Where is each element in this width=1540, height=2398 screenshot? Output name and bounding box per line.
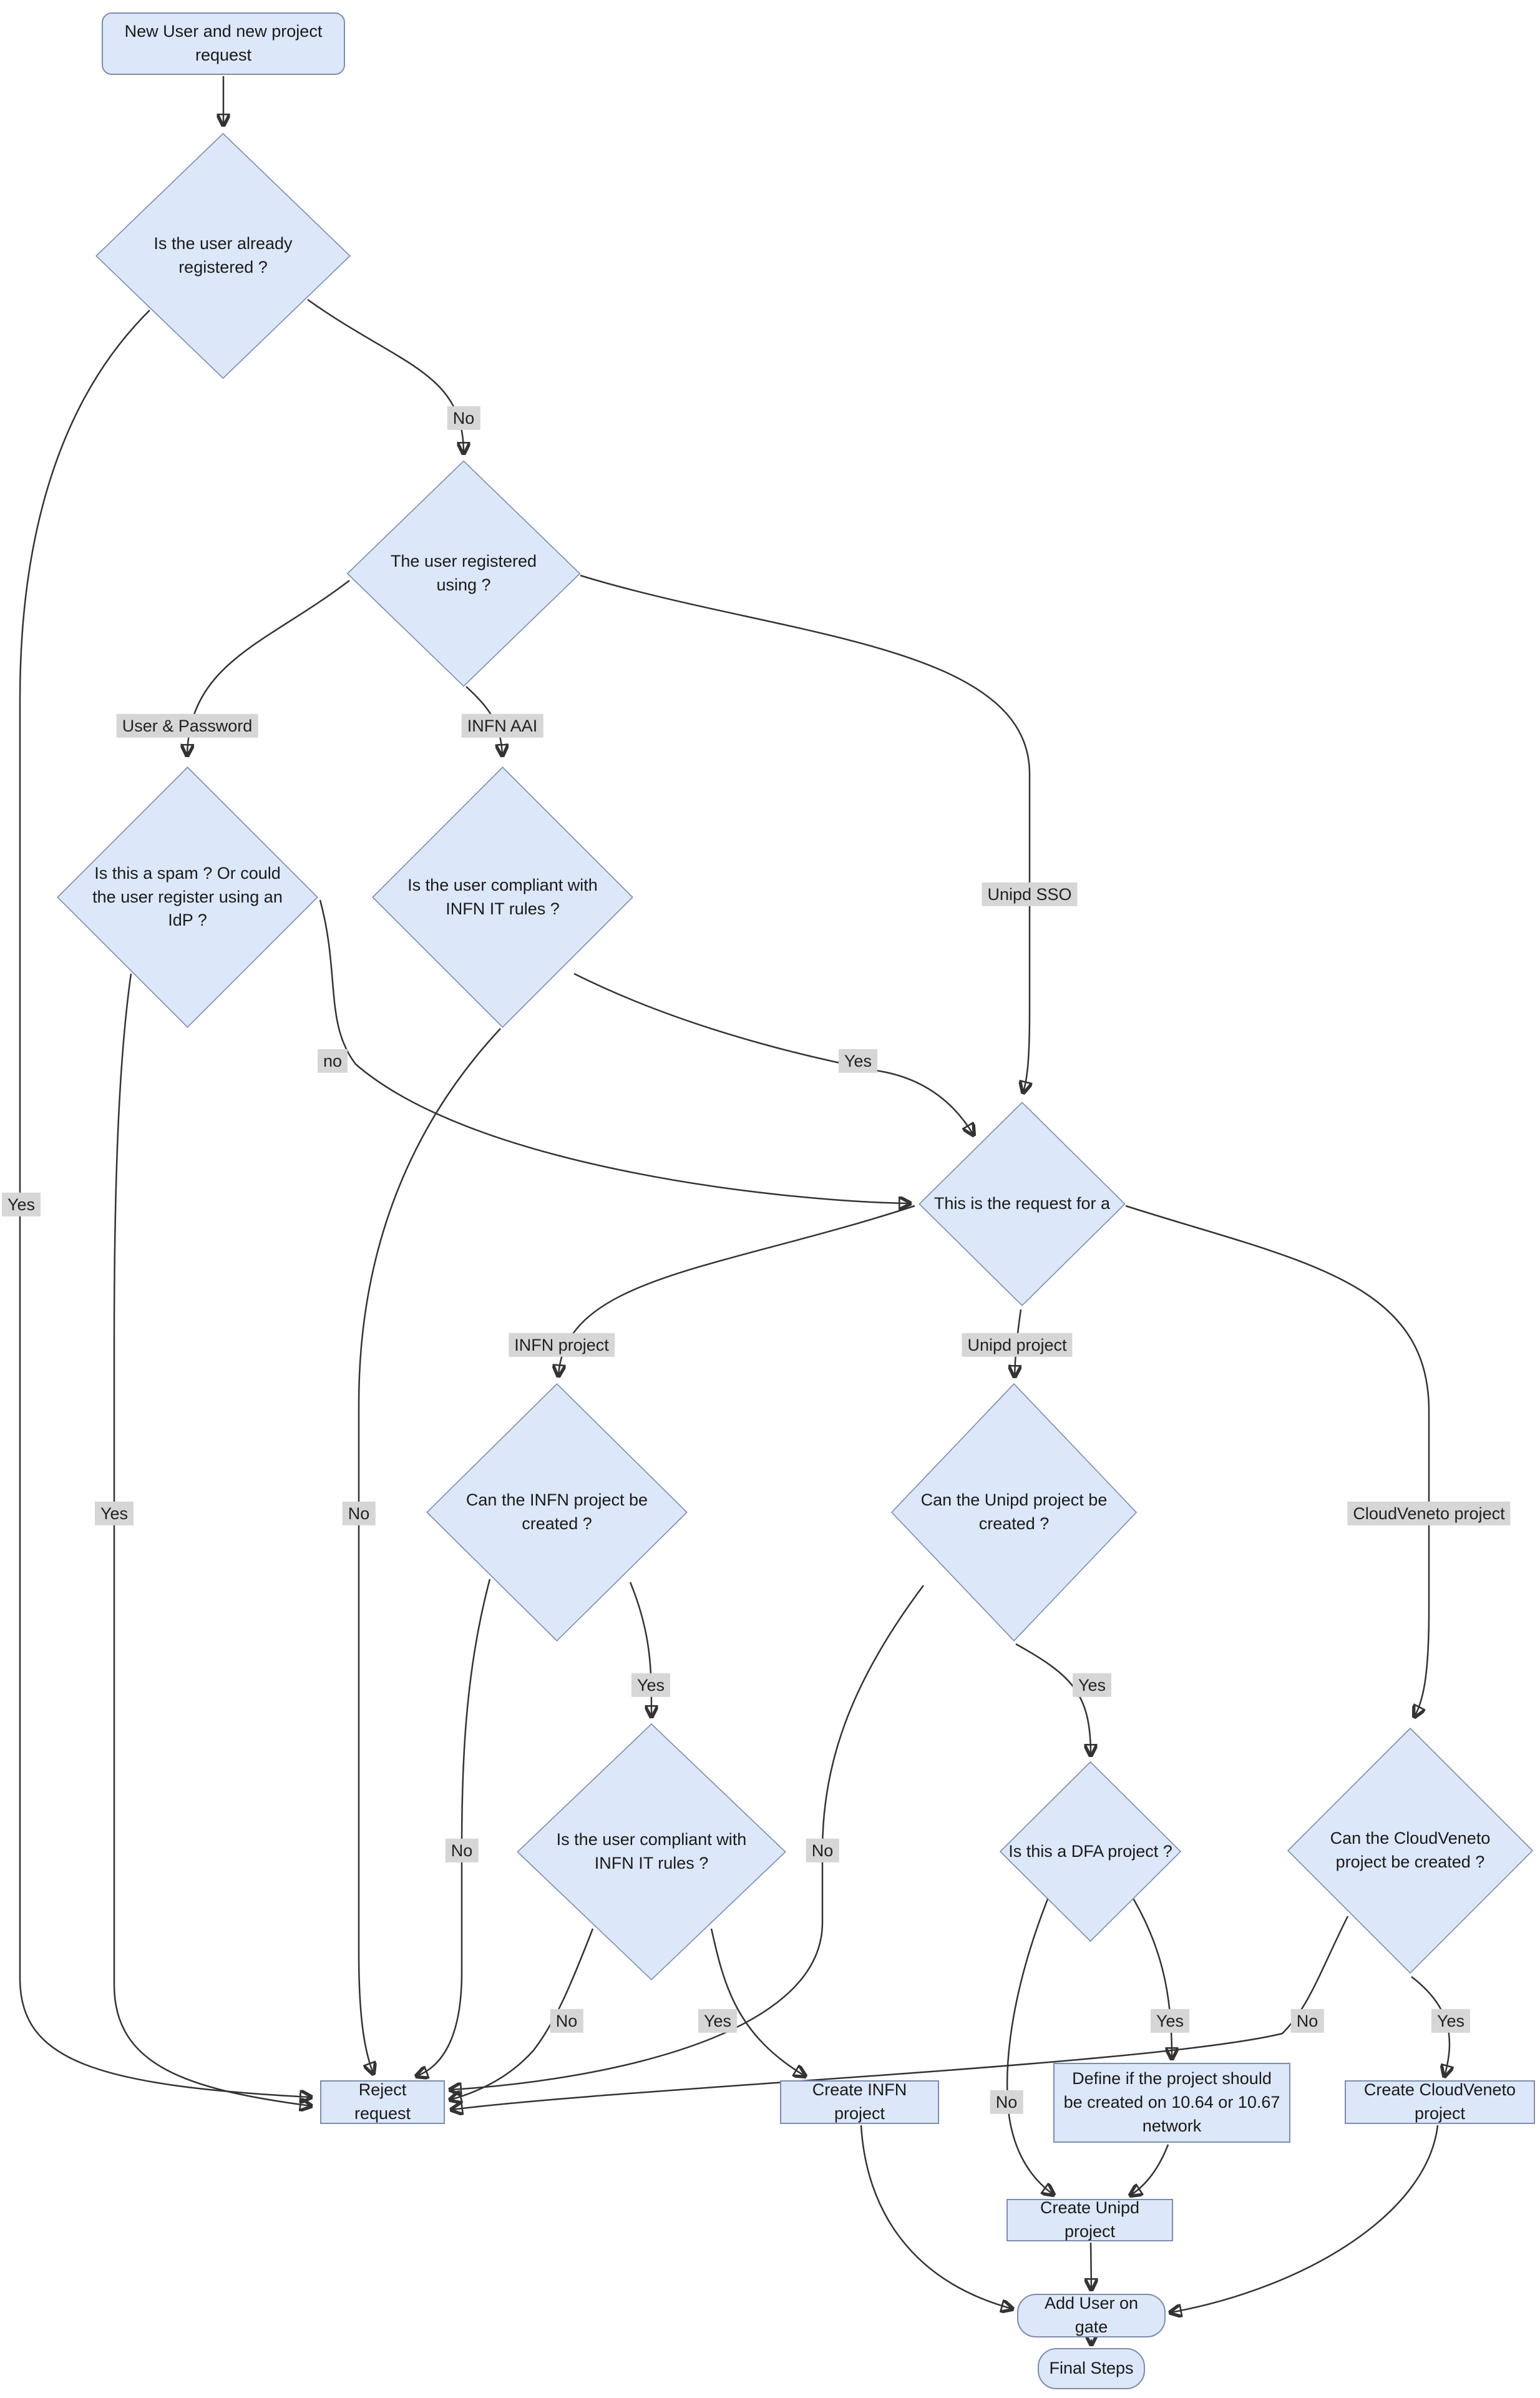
node-create-unipd-project: Create Unipd project: [1006, 2198, 1173, 2241]
node-label: Create CloudVeneto project: [1363, 2080, 1516, 2123]
decision-dfa-project: Is this a DFA project ?: [998, 1760, 1182, 1943]
edge-label-yes-dfa: Yes: [1150, 2009, 1190, 2033]
node-label: Is this a DFA project ?: [1008, 1841, 1172, 1861]
diamond-shape: [889, 1381, 1139, 1643]
node-label: Is the user compliant with INFN IT rules…: [556, 1830, 747, 1872]
node-label: Can the CloudVeneto project be created ?: [1330, 1829, 1491, 1871]
edge-label-no: No: [447, 406, 480, 431]
node-label: Can the INFN project be created ?: [465, 1490, 648, 1533]
diamond-shape: [94, 131, 353, 381]
edge-label-no-compliant: No: [342, 1501, 376, 1526]
edge-spam-no-request: [319, 899, 910, 1203]
node-label: Final Steps: [1049, 2359, 1134, 2378]
diamond-shape: [345, 459, 582, 688]
edge-createinfn-adduser: [860, 2125, 1012, 2309]
edge-label-yes-compliant2: Yes: [698, 2009, 738, 2033]
edge-createcv-adduser: [1171, 2125, 1439, 2312]
edge-label-yes-cvcreate: Yes: [1431, 2009, 1471, 2033]
node-label: Define if the project should be created …: [1063, 2069, 1280, 2135]
decision-unipd-can-create: Can the Unipd project be created ?: [889, 1381, 1139, 1643]
diamond-shape: [917, 1100, 1127, 1308]
edge-label-infn-project: INFN project: [509, 1333, 615, 1358]
diamond-shape: [1285, 1726, 1535, 1975]
node-label: Is the user already registered ?: [154, 234, 293, 277]
decision-compliant-infn-2: Is the user compliant with INFN IT rules…: [515, 1721, 788, 1982]
decision-cv-can-create: Can the CloudVeneto project be created ?: [1285, 1726, 1535, 1975]
edge-request-cvproject: [1125, 1205, 1430, 1716]
edge-spam-yes-reject: [113, 973, 311, 2106]
node-label: This is the request for a: [933, 1194, 1111, 1213]
edge-registered-yes-reject: [19, 310, 311, 2097]
edge-compliant-no-reject: [358, 1028, 501, 2073]
edge-label-yes-unipdcreate: Yes: [1072, 1673, 1112, 1698]
node-create-infn-project: Create INFN project: [780, 2080, 939, 2124]
node-create-cloudveneto-project: Create CloudVeneto project: [1345, 2080, 1535, 2124]
edge-using-unipdsso: [580, 574, 1030, 1092]
edge-label-no-dfa: No: [990, 2090, 1023, 2115]
node-label: Create INFN project: [812, 2080, 907, 2123]
node-final-steps: Final Steps: [1038, 2348, 1145, 2389]
edge-label-infn-aai: INFN AAI: [461, 713, 543, 738]
node-reject-request: Reject request: [320, 2080, 445, 2124]
diamond-shape: [55, 765, 320, 1030]
edge-compliant2-no-reject: [451, 1928, 594, 2100]
node-start: New User and new project request: [102, 12, 345, 75]
edge-label-no-spam: no: [317, 1049, 348, 1074]
node-label: Create Unipd project: [1040, 2198, 1140, 2241]
edge-infncreate-no-reject: [417, 1578, 491, 2076]
node-label: The user registered using ?: [390, 552, 537, 594]
edge-dfa-yes-define: [1131, 1897, 1172, 2058]
decision-already-registered: Is the user already registered ?: [94, 131, 353, 381]
edge-infncreate-yes: [629, 1582, 651, 1716]
node-label: Add User on gate: [1044, 2294, 1139, 2336]
node-label: Can the Unipd project be created ?: [920, 1490, 1108, 1533]
diamond-shape: [370, 765, 635, 1030]
node-label: Reject request: [354, 2080, 411, 2123]
edge-label-no-cvcreate: No: [1290, 2009, 1324, 2033]
decision-compliant-infn: Is the user compliant with INFN IT rules…: [370, 765, 635, 1030]
edge-label-cloudveneto-project: CloudVeneto project: [1347, 1501, 1511, 1526]
node-label: Is this a spam ? Or could the user regis…: [92, 863, 283, 930]
node-add-user-on-gate: Add User on gate: [1017, 2294, 1166, 2337]
decision-request-for: This is the request for a: [917, 1100, 1127, 1308]
edge-define-createunipd: [1131, 2144, 1169, 2195]
diamond-shape: [515, 1721, 788, 1982]
edge-label-unipd-project: Unipd project: [962, 1333, 1073, 1358]
decision-infn-can-create: Can the INFN project be created ?: [424, 1381, 690, 1643]
node-define-network: Define if the project should be created …: [1053, 2063, 1290, 2143]
edge-unipdcreate-no-reject: [451, 1585, 925, 2090]
diamond-shape: [424, 1381, 690, 1643]
edge-label-yes: Yes: [1, 1192, 41, 1217]
node-label: Is the user compliant with INFN IT rules…: [407, 875, 598, 918]
edge-label-yes-compliant: Yes: [838, 1049, 878, 1074]
edge-label-unipd-sso: Unipd SSO: [982, 882, 1078, 907]
edge-label-no-infncreate: No: [445, 1838, 479, 1863]
edge-unipdcreate-yes: [1015, 1643, 1091, 1755]
edge-label-no-compliant2: No: [550, 2009, 583, 2033]
decision-spam-or-idp: Is this a spam ? Or could the user regis…: [55, 765, 320, 1030]
node-start-label: New User and new project request: [124, 22, 323, 64]
edge-label-yes-spam: Yes: [94, 1501, 134, 1526]
edge-cvcreate-no-reject: [452, 1916, 1349, 2110]
edge-label-no-unipdcreate: No: [806, 1838, 839, 1863]
decision-registered-using: The user registered using ?: [345, 459, 582, 688]
edge-label-user-password: User & Password: [116, 713, 258, 738]
edge-compliant2-yes-createinfn: [710, 1928, 805, 2076]
edge-label-yes-infncreate: Yes: [631, 1673, 671, 1698]
diamond-shape: [998, 1760, 1182, 1943]
